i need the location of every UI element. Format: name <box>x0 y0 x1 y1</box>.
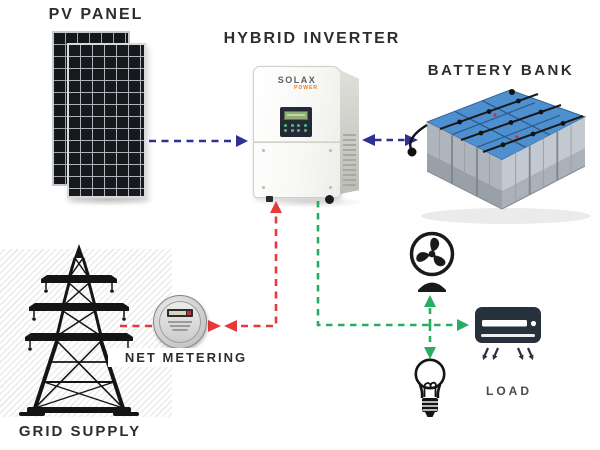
meter-display <box>167 309 193 317</box>
meter-face-line <box>168 321 192 323</box>
inverter-shadow <box>255 196 365 208</box>
meter-face-line <box>170 325 190 327</box>
net-meter-icon <box>153 295 207 349</box>
battery-bank-icon <box>407 89 591 224</box>
inverter-display-panel <box>280 107 312 137</box>
battery-bank-label: BATTERY BANK <box>427 62 575 79</box>
grid-supply-label: GRID SUPPLY <box>18 423 142 440</box>
screw <box>262 149 265 152</box>
pv-to-inverter-arrow <box>149 135 248 147</box>
fan-icon <box>409 231 455 292</box>
inverter-buttons <box>284 124 308 132</box>
screw <box>329 149 332 152</box>
load-label: LOAD <box>486 384 532 398</box>
meter-face-line <box>172 329 188 331</box>
inverter-side-panel <box>340 70 359 194</box>
inverter-brand-text: SOLAX <box>277 75 317 85</box>
screw <box>329 186 332 189</box>
inverter-foot <box>266 196 273 202</box>
inverter-seam <box>254 141 340 143</box>
pv-panel-icon <box>67 43 146 198</box>
inverter-brand-logo: SOLAX POWER <box>254 76 340 91</box>
inverter-brand-subtext: POWER <box>294 85 318 91</box>
light-bulb-icon <box>414 358 446 417</box>
net-metering-label: NET METERING <box>108 348 264 367</box>
meter-face <box>159 301 201 343</box>
inverter-lcd-screen <box>284 111 308 120</box>
grid-tower-icon <box>19 244 139 416</box>
hybrid-inverter-label: HYBRID INVERTER <box>223 30 401 47</box>
air-conditioner-icon <box>475 307 541 360</box>
pv-panel-label: PV PANEL <box>48 6 144 23</box>
inverter-foot <box>325 195 334 204</box>
hybrid-inverter-unit: SOLAX POWER <box>253 66 359 204</box>
screw <box>262 186 265 189</box>
inverter-vents <box>343 134 356 187</box>
inverter-to-load-arrows <box>316 201 469 359</box>
